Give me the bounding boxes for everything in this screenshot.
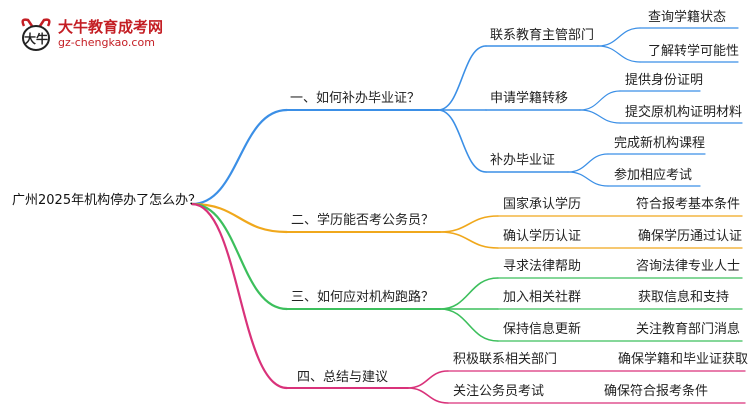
site-logo[interactable]: 大牛 大牛教育成考网 gz-chengkao.com: [18, 14, 168, 56]
branch-1-child-3-leaf-2[interactable]: 参加相应考试: [614, 168, 693, 183]
branch-4-child-1-leaf-1[interactable]: 确保学籍和毕业证获取: [618, 352, 749, 367]
branch-3-child-1-leaf-1[interactable]: 咨询法律专业人士: [636, 259, 741, 274]
branch-4-child-1[interactable]: 积极联系相关部门: [453, 352, 558, 367]
connector-line: [437, 109, 487, 173]
connector-line: [439, 215, 499, 233]
root-topic[interactable]: 广州2025年机构停办了怎么办？: [12, 193, 202, 208]
connector-line: [439, 308, 499, 342]
connector-line: [437, 45, 487, 111]
connector-line: [190, 108, 289, 206]
connector-line: [439, 231, 499, 249]
branch-1-child-1[interactable]: 联系教育主管部门: [490, 28, 595, 43]
connector-line: [190, 202, 289, 390]
branch-2-child-1[interactable]: 国家承认学历: [503, 197, 582, 212]
logo-url: gz-chengkao.com: [58, 36, 155, 49]
branch-1-child-3[interactable]: 补办毕业证: [490, 153, 556, 168]
connector-line: [407, 387, 449, 404]
branch-1-child-2-leaf-2[interactable]: 提交原机构证明材料: [625, 105, 743, 120]
branch-1-child-2[interactable]: 申请学籍转移: [490, 91, 569, 106]
branch-3-child-3[interactable]: 保持信息更新: [503, 322, 582, 337]
branch-4-label[interactable]: 四、总结与建议: [297, 370, 389, 385]
branch-4-child-2-leaf-1[interactable]: 确保符合报考条件: [604, 384, 709, 399]
connector-line: [597, 27, 641, 47]
branch-3-child-2[interactable]: 加入相关社群: [503, 290, 582, 305]
branch-1-label[interactable]: 一、如何补办毕业证？: [290, 91, 421, 106]
connector-line: [190, 202, 289, 234]
logo-mark-text: 大牛: [24, 31, 48, 46]
connector-line: [579, 90, 621, 111]
connector-line: [190, 202, 289, 311]
branch-1-child-1-leaf-2[interactable]: 了解转学可能性: [648, 44, 740, 59]
branch-3-child-3-leaf-1[interactable]: 关注教育部门消息: [636, 322, 741, 337]
connector-line: [597, 45, 641, 63]
connector-line: [567, 171, 609, 187]
branch-4-child-2[interactable]: 关注公务员考试: [453, 384, 545, 399]
branch-2-label[interactable]: 二、学历能否考公务员？: [291, 213, 435, 228]
branch-2-child-1-leaf-1[interactable]: 符合报考基本条件: [636, 197, 741, 212]
branch-3-label[interactable]: 三、如何应对机构跑路？: [291, 290, 435, 305]
bull-logo-icon: 大牛: [21, 18, 51, 51]
branch-3-child-2-leaf-1[interactable]: 获取信息和支持: [638, 290, 730, 305]
branch-2-child-2-leaf-1[interactable]: 确保学历通过认证: [638, 229, 743, 244]
branch-1-child-2-leaf-1[interactable]: 提供身份证明: [625, 73, 704, 88]
logo-title: 大牛教育成考网: [58, 18, 164, 36]
connector-line: [439, 277, 499, 310]
branch-3-child-1[interactable]: 寻求法律帮助: [503, 259, 582, 274]
branch-1-child-1-leaf-1[interactable]: 查询学籍状态: [648, 10, 727, 25]
branch-1-child-3-leaf-1[interactable]: 完成新机构课程: [614, 136, 706, 151]
branch-2-child-2[interactable]: 确认学历认证: [503, 229, 582, 244]
connector-line: [579, 109, 621, 124]
connector-line: [567, 153, 609, 173]
connector-line: [407, 370, 449, 389]
